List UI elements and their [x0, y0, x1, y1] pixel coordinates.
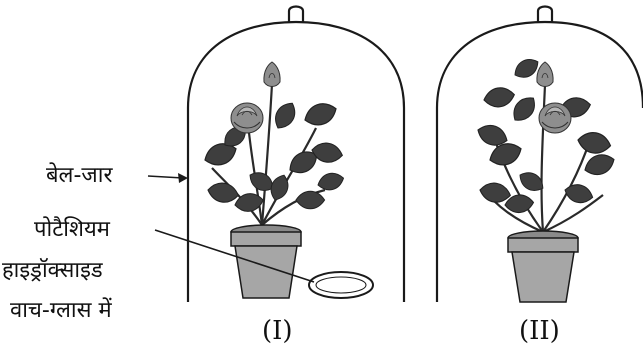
- rose-plant-1: [202, 62, 346, 298]
- watch-glass: [309, 272, 373, 298]
- plant-leaves: [202, 99, 346, 214]
- bell-jar-label: बेल-जार: [46, 159, 112, 189]
- rose-bud: [264, 62, 280, 87]
- caption-setup-2: (II): [519, 316, 560, 346]
- caption-setup-1: (I): [262, 316, 293, 346]
- bell-jar-arrowhead: [178, 173, 188, 183]
- rose-flower: [231, 103, 263, 133]
- rose-bud: [537, 62, 553, 87]
- flower-pot: [231, 225, 301, 298]
- koh-label-line-2: हाइड्रॉक्साइड: [2, 254, 103, 284]
- bell-jar-pointer: [148, 176, 183, 178]
- rose-plant-2: [475, 55, 617, 302]
- koh-label-line-3: वाच-ग्लास में: [10, 294, 112, 324]
- koh-label-line-1: पोटैशियम: [34, 213, 110, 243]
- flower-pot: [508, 231, 578, 302]
- rose-flower: [539, 103, 571, 133]
